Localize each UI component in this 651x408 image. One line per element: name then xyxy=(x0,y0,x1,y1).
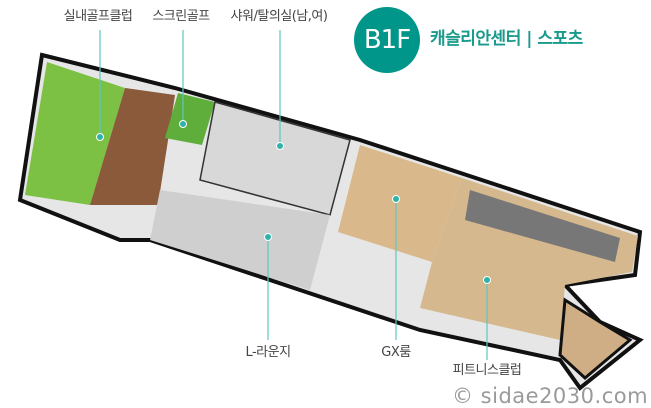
page-title: 캐슬리안센터 | 스포츠 xyxy=(430,29,583,49)
marker-gx-room xyxy=(392,195,400,203)
label-shower: 샤워/탈의실(남,여) xyxy=(230,9,328,24)
label-lounge: L-라운지 xyxy=(245,345,291,360)
marker-shower xyxy=(276,142,284,150)
watermark: © sidae2030.com xyxy=(452,384,649,408)
room-tail xyxy=(558,297,633,380)
marker-fitness xyxy=(483,276,491,284)
label-screen-golf: 스크린골프 xyxy=(152,9,210,24)
floor-badge: B1F xyxy=(354,7,420,73)
label-gx-room: GX룸 xyxy=(381,345,411,360)
marker-screen-golf xyxy=(179,120,187,128)
lounge-area xyxy=(150,190,330,290)
gx-room-area xyxy=(338,145,462,262)
marker-lounge xyxy=(264,233,272,241)
label-indoor-golf: 실내골프클럽 xyxy=(63,9,133,24)
label-fitness: 피트니스클럽 xyxy=(452,363,522,378)
golf-floor-wood xyxy=(90,88,175,205)
marker-indoor-golf xyxy=(96,133,104,141)
fitness-equipment-area xyxy=(465,190,620,262)
screen-golf-area xyxy=(165,93,215,145)
